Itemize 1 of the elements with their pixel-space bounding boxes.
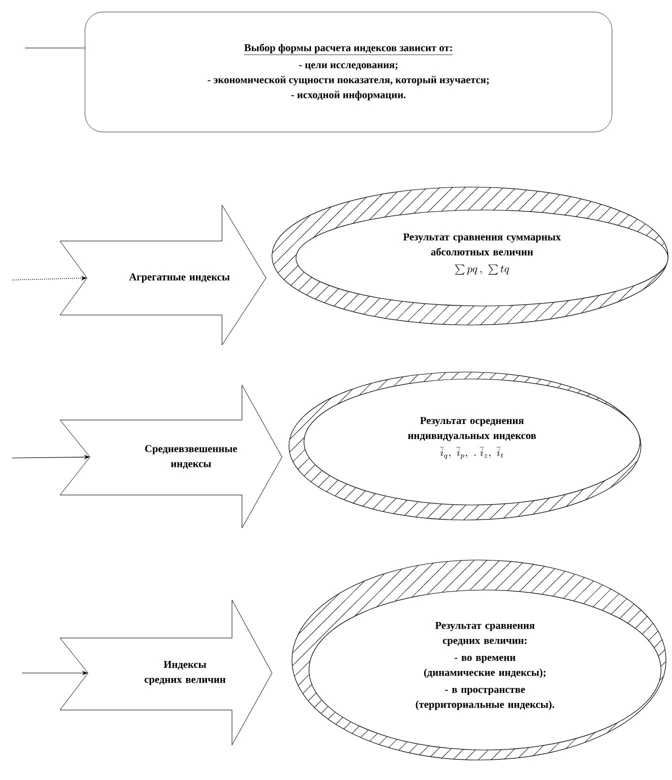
rounded-box: Выбор формы расчета индексов зависит от: - цели исследования; - экономической сущности показателя, который изучается; - исходной информации. xyxy=(84,12,612,132)
